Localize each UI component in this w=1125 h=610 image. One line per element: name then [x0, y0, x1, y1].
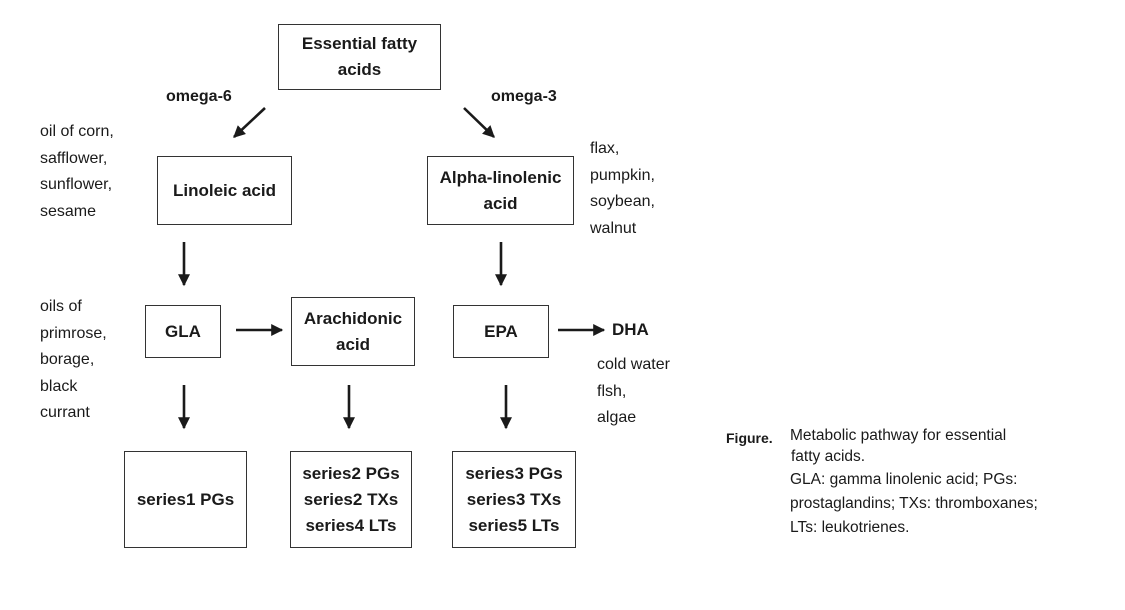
node-label: Arachidonic — [303, 308, 403, 328]
node-label: series3 TXs — [466, 489, 562, 509]
node-epa: EPA — [453, 305, 549, 358]
caption-title-line: fatty acids. — [791, 448, 866, 465]
node-label: series4 LTs — [305, 515, 397, 535]
arrow-efa-to-alpha-linolenic — [463, 107, 495, 138]
sources-linoleic: oil of corn, safflower, sunflower, sesam… — [40, 119, 114, 225]
node-label: acid — [335, 334, 371, 354]
sources-alpha-linolenic: flax, pumpkin, soybean, walnut — [590, 136, 655, 242]
caption-body: Metabolic pathway for essential fatty ac… — [790, 426, 1090, 540]
node-dha: DHA — [612, 320, 649, 339]
source-item: sesame — [40, 202, 97, 220]
node-gla: GLA — [145, 305, 221, 358]
caption-abbrev-line: LTs: leukotrienes. — [790, 519, 910, 536]
node-series3: series3 PGs series3 TXs series5 LTs — [452, 451, 576, 548]
node-label: Linoleic acid — [173, 180, 276, 200]
source-item: algae — [597, 409, 637, 426]
node-label: Alpha-linolenic — [439, 167, 562, 187]
source-item: flsh, — [597, 382, 627, 400]
source-item: pumpkin, — [590, 166, 655, 184]
node-essential-fatty-acids: Essential fatty acids — [278, 24, 441, 90]
source-item: cold water — [597, 356, 670, 373]
source-item: currant — [40, 404, 90, 421]
caption-abbrev-line: GLA: gamma linolenic acid; PGs: — [790, 471, 1018, 488]
node-label: series5 LTs — [468, 515, 560, 535]
node-label: Essential fatty — [301, 34, 418, 53]
label-omega-3: omega-3 — [491, 88, 557, 105]
caption-title-line: Metabolic pathway for essential — [790, 427, 1007, 444]
sources-gla: oils of primrose, borage, black currant — [40, 294, 107, 427]
source-item: sunflower, — [40, 176, 113, 193]
source-item: primrose, — [40, 324, 107, 342]
node-label: series1 PGs — [136, 489, 235, 509]
source-item: flax, — [590, 140, 620, 157]
source-item: soybean, — [590, 193, 655, 210]
node-series1: series1 PGs — [124, 451, 247, 548]
node-label: series3 PGs — [465, 463, 563, 483]
source-item: oils of — [40, 298, 82, 315]
node-label: series2 TXs — [303, 489, 399, 509]
node-label: acid — [483, 193, 518, 213]
node-arachidonic-acid: Arachidonic acid — [291, 297, 415, 366]
node-label: EPA — [484, 321, 518, 341]
source-item: black — [40, 377, 78, 395]
node-alpha-linolenic-acid: Alpha-linolenic acid — [427, 156, 574, 225]
node-label: GLA — [165, 321, 201, 341]
sources-dha: cold water flsh, algae — [597, 352, 670, 432]
label-omega-6: omega-6 — [166, 88, 232, 105]
caption-tag: Figure. — [726, 430, 773, 446]
source-item: borage, — [40, 351, 95, 368]
node-series2: series2 PGs series2 TXs series4 LTs — [290, 451, 412, 548]
node-linoleic-acid: Linoleic acid — [157, 156, 292, 225]
source-item: oil of corn, — [40, 123, 114, 140]
node-label: series2 PGs — [302, 463, 400, 483]
node-label: acids — [337, 60, 382, 79]
source-item: walnut — [590, 219, 637, 237]
source-item: safflower, — [40, 149, 108, 167]
caption-abbrev-line: prostaglandins; TXs: thromboxanes; — [790, 495, 1038, 512]
arrow-efa-to-linoleic — [233, 107, 266, 138]
